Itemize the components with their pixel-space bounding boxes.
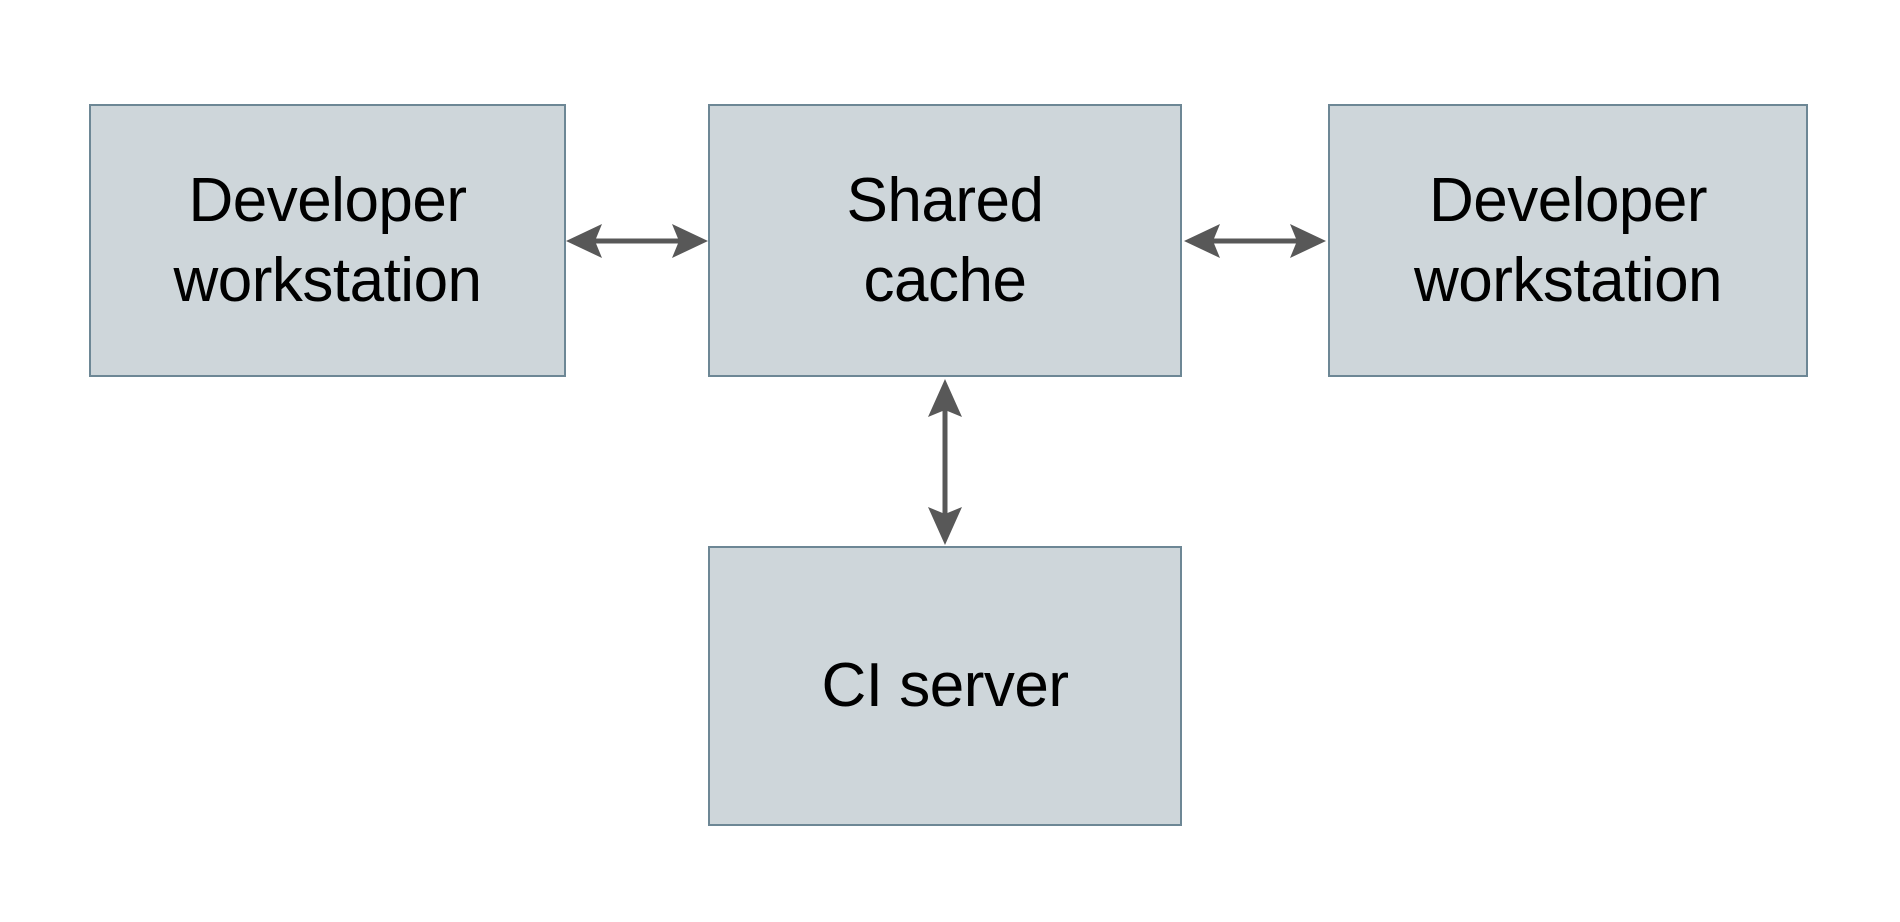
- node-ci-server[interactable]: CI server: [708, 546, 1182, 826]
- node-label: Developer workstation: [173, 166, 482, 315]
- node-label: Shared cache: [846, 166, 1044, 315]
- edge-shared-cache-to-ci-server: [915, 377, 975, 547]
- node-shared-cache[interactable]: Shared cache: [708, 104, 1182, 377]
- double-arrow-horizontal-icon: [566, 223, 708, 258]
- double-arrow-horizontal-icon: [1184, 223, 1326, 258]
- node-developer-workstation-right[interactable]: Developer workstation: [1328, 104, 1808, 377]
- double-arrow-vertical-icon: [928, 378, 962, 545]
- node-label: Developer workstation: [1413, 166, 1723, 315]
- edge-shared-cache-to-developer-workstation-right: [1182, 211, 1328, 271]
- node-developer-workstation-left[interactable]: Developer workstation: [89, 104, 566, 377]
- node-label: CI server: [821, 651, 1069, 721]
- edge-developer-workstation-left-to-shared-cache: [564, 211, 710, 271]
